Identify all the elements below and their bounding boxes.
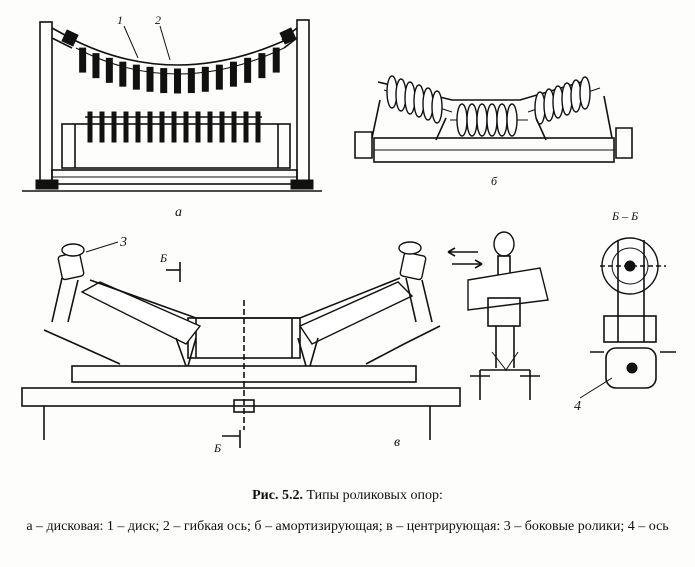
panel-v-left-trough-roller (80, 281, 202, 345)
panel-b-right-post (603, 95, 613, 139)
panel-a-return-disc (219, 111, 225, 143)
panel-a-return-disc (87, 111, 93, 143)
panel-v-section-bearing (605, 347, 657, 389)
panel-b-ring (466, 103, 478, 137)
panel-a-return-disc (243, 111, 249, 143)
panel-a-return-disc (135, 111, 141, 143)
panel-a-disc-support: 1 2 а (22, 13, 322, 220)
panel-b-ring (579, 76, 591, 110)
panel-a-disc (92, 53, 100, 79)
panel-v-left-side-roller-cap (61, 243, 85, 257)
panel-a-return-disc (195, 111, 201, 143)
panel-b-ring (456, 103, 468, 137)
panel-v-letter: в (394, 435, 400, 450)
panel-v-side-detail-support (470, 326, 540, 400)
panel-b-left-post (371, 99, 381, 139)
panel-v-base-beam (21, 387, 461, 407)
panel-b-ring (476, 103, 488, 137)
panel-v-callout-4: 4 (574, 399, 581, 414)
panel-a-disc (119, 61, 127, 87)
panel-v-right-trough-roller (298, 281, 414, 345)
panel-v-belt (89, 277, 401, 319)
panel-v-section-title: Б – Б (611, 209, 638, 223)
panel-a-return-disc (207, 111, 213, 143)
panel-a-disc (201, 66, 209, 92)
panel-a-callout-2-leader (159, 25, 171, 61)
panel-v-levers (43, 325, 441, 365)
panel-v-beam-legs (43, 406, 431, 440)
panel-a-callout-2: 2 (155, 13, 161, 27)
panel-a-return-disc (159, 111, 165, 143)
panel-a-return-disc (99, 111, 105, 143)
panel-a-return-disc (147, 111, 153, 143)
panel-a-letter: а (175, 205, 182, 220)
panel-v-section-posts (617, 240, 645, 342)
panel-b-ring (486, 103, 498, 137)
panel-v-left-side-roller-arm (51, 277, 79, 323)
panel-v-right-side-roller-arm (405, 277, 433, 323)
panel-a-return-disc (171, 111, 177, 143)
panel-a-disc (160, 68, 168, 94)
panel-v-section-mark-top: Б (159, 251, 167, 265)
panel-v-side-detail-clamp (487, 297, 521, 327)
figure-caption-heading: Типы роликовых опор: (306, 488, 443, 503)
panel-v-brackets (175, 337, 319, 367)
panel-b-ring (431, 90, 443, 124)
panel-a-disc (215, 64, 223, 90)
panel-a-disc (146, 66, 154, 92)
panel-b-letter: б (491, 174, 498, 188)
panel-v-side-detail-roller (493, 231, 515, 257)
panel-a-right-post (296, 19, 310, 188)
panel-a-right-clamp (279, 27, 297, 45)
figure-caption-legend: а – дисковая: 1 – диск; 2 – гибкая ось; … (26, 519, 669, 534)
panel-b-ring (506, 103, 518, 137)
panel-b-ring (496, 103, 508, 137)
panel-a-upper-discs (79, 47, 280, 94)
panel-b-left-channel (354, 131, 373, 159)
figure-caption-prefix: Рис. 5.2. (252, 488, 303, 503)
panel-a-belt (69, 37, 291, 66)
panel-a-disc (79, 47, 87, 73)
panel-a-disc (187, 68, 195, 94)
panel-a-disc (258, 53, 266, 79)
panel-a-return-disc (111, 111, 117, 143)
panel-v-section-pin (626, 362, 638, 374)
panel-v-arrow-left (447, 247, 478, 257)
panel-a-disc (272, 47, 280, 73)
panel-a-disc (105, 57, 113, 83)
panel-a-disc (229, 61, 237, 87)
panel-v-pivot (233, 399, 255, 413)
panel-v-right-side-roller (399, 251, 427, 281)
panel-b-rubber-rings (386, 75, 591, 137)
panel-v-side-detail-belt (467, 267, 549, 311)
panel-a-disc (244, 57, 252, 83)
panel-v-centering-support: Б Б 3 в Б – Б 4 (21, 209, 676, 455)
panel-v-callout-3-leader (85, 241, 119, 253)
panel-a-return-disc (231, 111, 237, 143)
panel-a-left-clamp (61, 29, 79, 47)
panel-v-section-housing (603, 315, 657, 343)
panel-b-right-channel (615, 127, 633, 159)
panel-a-return-disc (123, 111, 129, 143)
panel-b-cushioned-support: б (354, 75, 633, 188)
panel-b-center-supports (435, 117, 547, 141)
panel-v-callout-3: 3 (119, 235, 127, 250)
panel-a-return-disc (255, 111, 261, 143)
panel-a-callout-1: 1 (117, 13, 123, 27)
panel-a-return-discs (87, 111, 261, 143)
panel-a-callout-1-leader (123, 25, 139, 59)
panel-v-arrow-right (452, 259, 483, 269)
panel-a-left-post (39, 21, 53, 188)
panel-v-side-detail-wedge (491, 351, 519, 371)
panel-a-disc (174, 68, 181, 94)
panel-v-right-side-roller-cap (398, 241, 422, 255)
figure-caption-title: Рис. 5.2. Типы роликовых опор: (0, 487, 695, 505)
panel-a-disc (132, 64, 140, 90)
panel-a-return-disc (183, 111, 189, 143)
panel-v-section-mark-bottom: Б (213, 441, 221, 455)
panel-v-callout-4-leader (579, 377, 613, 399)
